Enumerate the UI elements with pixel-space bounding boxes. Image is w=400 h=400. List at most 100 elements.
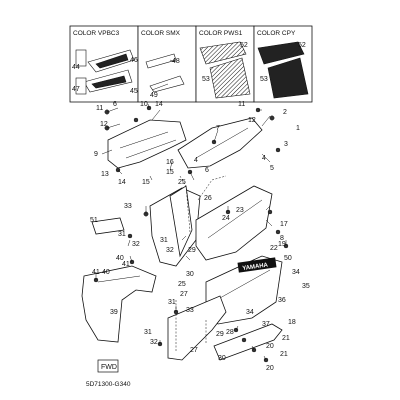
upper-cowl-left	[107, 119, 187, 169]
callout-21: 21	[280, 351, 288, 358]
callout-12: 12	[100, 121, 108, 128]
callout-24: 24	[222, 215, 230, 222]
callout-29: 29	[216, 331, 224, 338]
callout-29: 29	[188, 247, 196, 254]
callout-32: 32	[150, 339, 158, 346]
callout-37: 37	[262, 321, 270, 328]
callout-50: 50	[284, 255, 292, 262]
callout-1: 1	[296, 125, 300, 132]
yamaha-text: YAMAHA	[242, 262, 269, 272]
callout-11: 11	[238, 101, 245, 108]
leader-lines	[95, 103, 287, 361]
callout-40: 40	[102, 269, 110, 276]
decal-53-dark	[267, 57, 309, 99]
color-box-pws1: COLOR PWS1 52 53	[195, 25, 255, 103]
callout-9: 9	[94, 151, 98, 158]
callout-6: 6	[205, 167, 209, 174]
decal-45-stripe	[91, 75, 127, 89]
callout-39: 39	[110, 309, 118, 316]
callout-41: 41	[122, 261, 130, 268]
callout-26: 26	[204, 195, 212, 202]
decal-52-dark	[257, 41, 305, 65]
callout-40: 40	[116, 255, 124, 262]
decal-47	[75, 77, 87, 95]
color-box-vpbc3: COLOR VPBC3 44 46 47 45	[69, 25, 139, 103]
callout-33: 33	[124, 203, 132, 210]
decal-52	[199, 41, 247, 65]
callout-13: 13	[101, 171, 109, 178]
callout-27: 27	[190, 347, 198, 354]
decal-46-stripe	[95, 53, 129, 69]
callout-17: 17	[280, 221, 288, 228]
callout-2: 2	[283, 109, 287, 116]
under-cowl-27	[167, 295, 227, 361]
callout-32: 32	[166, 247, 174, 254]
callout-41: 41	[92, 269, 100, 276]
callout-19: 19	[278, 241, 286, 248]
callout-6: 6	[113, 101, 117, 108]
callout-23: 23	[236, 207, 244, 214]
callout-31: 31	[144, 329, 152, 336]
under-cowl-18	[213, 323, 283, 361]
callout-15: 15	[166, 169, 174, 176]
callout-31: 31	[160, 237, 168, 244]
upper-cowl-right	[177, 117, 263, 169]
fwd-label: FWD	[101, 364, 117, 371]
callout-3: 3	[284, 141, 288, 148]
callout-30: 30	[186, 271, 194, 278]
decal-44	[75, 49, 87, 67]
callout-20: 20	[266, 343, 274, 350]
callout-46: 46	[130, 57, 138, 64]
callout-52: 52	[298, 42, 306, 49]
diagram-code: 5D71300-G340	[86, 381, 131, 388]
callout-47: 47	[72, 86, 80, 93]
callout-53: 53	[260, 76, 268, 83]
callout-14: 14	[118, 179, 126, 186]
callout-44: 44	[72, 64, 80, 71]
callout-4: 4	[262, 155, 266, 162]
callout-12: 12	[248, 117, 256, 124]
callout-30: 30	[218, 355, 226, 362]
callout-33: 33	[186, 307, 194, 314]
callout-34: 34	[246, 309, 254, 316]
callout-14: 14	[155, 101, 163, 108]
callout-10: 10	[140, 101, 148, 108]
decal-51	[91, 217, 125, 235]
lower-cowl-39	[81, 265, 157, 343]
yamaha-badge: YAMAHA	[237, 257, 277, 273]
callout-11: 11	[96, 105, 103, 112]
callout-18: 18	[288, 319, 296, 326]
callout-53: 53	[202, 76, 210, 83]
fwd-indicator: FWD	[97, 359, 119, 373]
color-box-label: COLOR VPBC3	[73, 30, 120, 37]
callout-5: 5	[270, 165, 274, 172]
callout-8: 8	[280, 235, 284, 242]
callout-32: 32	[132, 241, 140, 248]
callout-7: 7	[216, 125, 220, 132]
callout-51: 51	[90, 217, 98, 224]
callout-31: 31	[168, 299, 176, 306]
callout-35: 35	[302, 283, 310, 290]
callout-4: 4	[194, 157, 198, 164]
callout-22: 22	[270, 245, 278, 252]
callout-45: 45	[130, 88, 138, 95]
color-box-cpy: COLOR CPY 52 53	[253, 25, 313, 103]
decal-48	[145, 53, 177, 69]
color-box-label: COLOR CPY	[257, 30, 296, 37]
callout-34: 34	[292, 269, 300, 276]
side-cover-17	[195, 185, 273, 261]
callout-21: 21	[282, 335, 290, 342]
callouts: 6 10 14 11 12 2 1 11 12 7 3 4 5 9 16 15 …	[90, 101, 310, 372]
callout-28: 28	[226, 329, 234, 336]
callout-27: 27	[180, 291, 188, 298]
callout-36: 36	[278, 297, 286, 304]
color-box-smx: COLOR SMX 48 49	[137, 25, 197, 103]
inner-panel-center	[169, 185, 193, 258]
callout-25: 25	[178, 179, 186, 186]
decal-53	[209, 57, 251, 99]
color-box-label: COLOR PWS1	[199, 30, 243, 37]
callout-48: 48	[172, 58, 180, 65]
callout-31: 31	[118, 231, 126, 238]
callout-15: 15	[142, 179, 150, 186]
